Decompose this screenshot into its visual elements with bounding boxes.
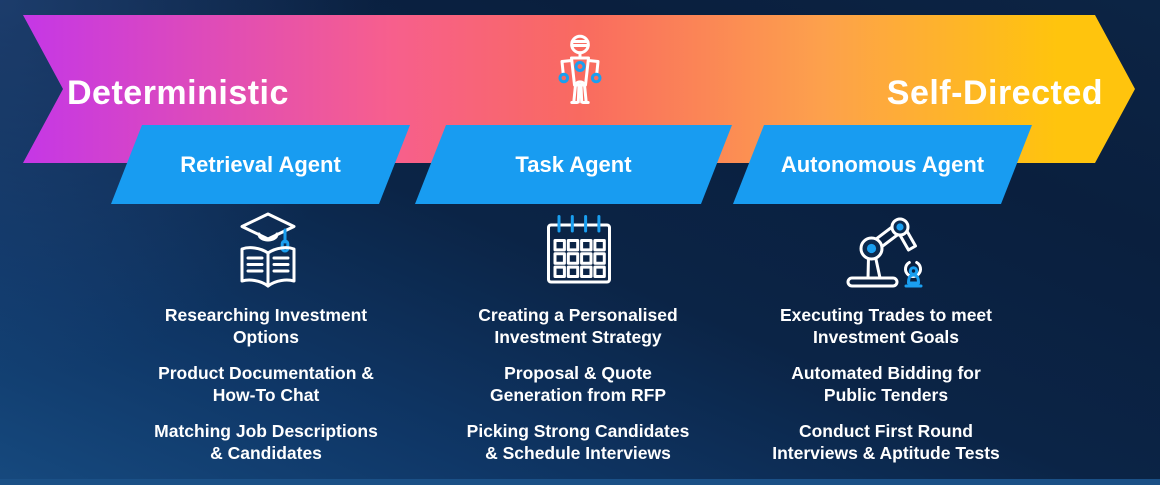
use-case-line: & Candidates <box>210 443 322 463</box>
use-case-item: Executing Trades to meet Investment Goal… <box>716 304 1056 348</box>
use-case-line: Picking Strong Candidates <box>466 421 690 441</box>
use-case-line: Automated Bidding for <box>791 363 981 383</box>
use-case-item: Product Documentation & How-To Chat <box>96 362 436 406</box>
bottom-accent-strip <box>0 479 1160 485</box>
task-agent-use-cases: Creating a Personalised Investment Strat… <box>408 304 748 478</box>
use-case-line: Proposal & Quote <box>504 363 652 383</box>
use-case-line: Public Tenders <box>823 385 949 405</box>
use-case-line: Researching Investment <box>164 305 368 325</box>
use-case-item: Matching Job Descriptions & Candidates <box>96 420 436 464</box>
humanoid-robot-icon <box>558 34 602 104</box>
retrieval-agent-label: Retrieval Agent <box>180 151 341 177</box>
autonomous-agent-label: Autonomous Agent <box>780 151 985 177</box>
use-case-line: How-To Chat <box>212 385 320 405</box>
use-case-line: Investment Strategy <box>494 327 662 347</box>
use-case-line: Generation from RFP <box>490 385 666 405</box>
calendar-icon <box>547 215 611 284</box>
use-case-line: Investment Goals <box>813 327 959 347</box>
deterministic-label: Deterministic <box>67 73 289 112</box>
use-case-item: Automated Bidding for Public Tenders <box>716 362 1056 406</box>
autonomous-agent-tab: Autonomous Agent <box>733 125 1032 204</box>
use-case-line: Product Documentation & <box>158 363 374 383</box>
autonomous-agent-use-cases: Executing Trades to meet Investment Goal… <box>716 304 1056 478</box>
robotic-arm-icon <box>846 217 923 288</box>
use-case-item: Creating a Personalised Investment Strat… <box>408 304 748 348</box>
task-agent-label: Task Agent <box>515 151 632 177</box>
use-case-line: Interviews & Aptitude Tests <box>772 443 1000 463</box>
retrieval-agent-use-cases: Researching Investment Options Product D… <box>96 304 436 478</box>
open-book-graduation-cap-icon <box>240 212 296 288</box>
retrieval-agent-tab: Retrieval Agent <box>111 125 410 204</box>
use-case-item: Picking Strong Candidates & Schedule Int… <box>408 420 748 464</box>
use-case-line: Matching Job Descriptions <box>154 421 378 441</box>
use-case-line: Conduct First Round <box>798 421 973 441</box>
use-case-line: & Schedule Interviews <box>485 443 671 463</box>
use-case-line: Executing Trades to meet <box>779 305 992 325</box>
task-agent-tab: Task Agent <box>415 125 732 204</box>
use-case-item: Researching Investment Options <box>96 304 436 348</box>
use-case-item: Conduct First Round Interviews & Aptitud… <box>716 420 1056 464</box>
use-case-line: Creating a Personalised <box>478 305 678 325</box>
use-case-line: Options <box>232 327 300 347</box>
use-case-item: Proposal & Quote Generation from RFP <box>408 362 748 406</box>
self-directed-label: Self-Directed <box>886 73 1103 112</box>
